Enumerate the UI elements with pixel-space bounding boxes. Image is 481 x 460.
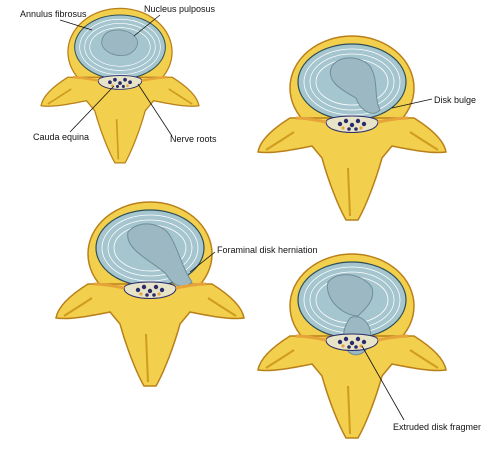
label-nucleus-pulposus: Nucleus pulposus (144, 4, 216, 14)
label-disk-bulge: Disk bulge (434, 95, 476, 105)
label-nerve-roots: Nerve roots (170, 134, 217, 144)
panel-foraminal-herniation (56, 202, 244, 386)
label-cauda-equina: Cauda equina (33, 132, 89, 142)
label-annulus-fibrosus: Annulus fibrosus (20, 9, 87, 19)
panel-extruded-fragment (258, 254, 446, 438)
label-foraminal-disk-herniation: Foraminal disk herniation (217, 245, 318, 255)
panel-disk-bulge (258, 36, 446, 220)
label-extruded-disk-fragment: Extruded disk fragment (393, 422, 481, 432)
